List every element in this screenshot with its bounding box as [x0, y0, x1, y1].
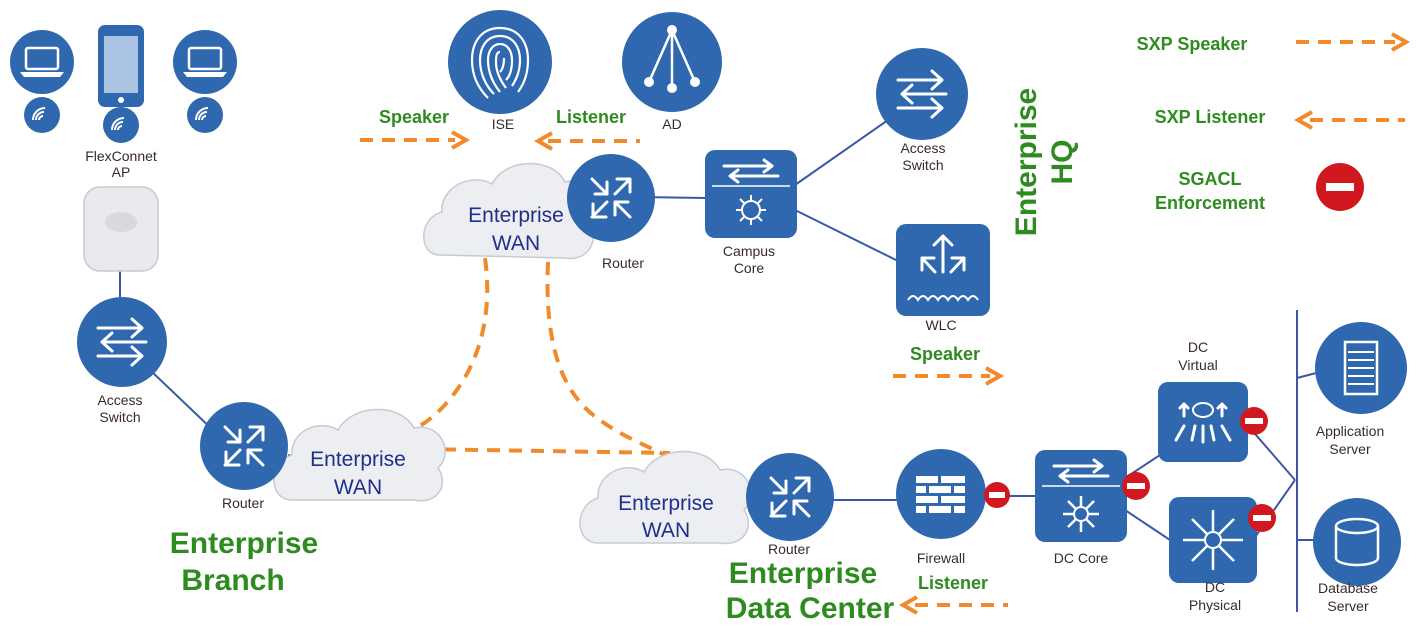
legend-listener-label: SXP Listener — [1155, 107, 1266, 127]
legend-sgacl-label-1: SGACL — [1179, 169, 1242, 189]
sgacl-dc-physical-icon — [1248, 504, 1276, 532]
ise-label: ISE — [492, 116, 515, 132]
application-server-icon — [1315, 322, 1407, 414]
branch-access-label-2: Switch — [99, 409, 140, 425]
laptop-left — [10, 30, 74, 94]
dc-virtual-label-1: DC — [1188, 339, 1208, 355]
wifi-badge-right — [187, 97, 223, 133]
laptop-right — [173, 30, 237, 94]
dc-router-icon — [746, 453, 834, 541]
db-server-label-1: Database — [1318, 580, 1378, 596]
hq-access-label-1: Access — [900, 140, 945, 156]
wifi-badge-center — [103, 107, 139, 143]
branch-router-label: Router — [222, 495, 264, 511]
wan-branch-label-2: WAN — [334, 476, 382, 499]
dc-listener-arrow — [898, 595, 1008, 615]
wan-cloud-dc: Enterprise WAN — [579, 450, 752, 545]
ise-icon — [448, 10, 552, 114]
hq-label-1: Enterprise — [1010, 88, 1043, 236]
wifi-badge-left — [24, 97, 60, 133]
branch-label-1: Enterprise — [170, 527, 318, 560]
dc-virtual-icon — [1158, 382, 1248, 462]
wan-top-label-1: Enterprise — [468, 204, 564, 227]
dc-physical-icon — [1169, 497, 1257, 583]
branch-router-icon — [200, 402, 288, 490]
dc-listener-label: Listener — [918, 573, 988, 593]
hq-router-icon — [567, 154, 655, 242]
tablet — [98, 25, 144, 107]
wlc-speaker-label: Speaker — [910, 344, 980, 364]
dc-physical-label-2: Physical — [1189, 597, 1241, 613]
access-point-icon — [83, 186, 159, 272]
campus-core-label-2: Core — [734, 260, 765, 276]
sgacl-firewall-icon — [984, 482, 1010, 508]
branch-access-label-1: Access — [97, 392, 142, 408]
sxp-path-top-to-branch — [394, 257, 490, 440]
dc-physical-label-1: DC — [1205, 579, 1225, 595]
sgacl-dc-virtual-icon — [1240, 407, 1268, 435]
wan-top-label-2: WAN — [492, 232, 540, 255]
wlc-icon — [896, 224, 990, 316]
campus-core-label-1: Campus — [723, 243, 775, 259]
sxp-path-top-to-dc — [545, 261, 666, 457]
wan-branch-label-1: Enterprise — [310, 448, 406, 471]
dc-core-label: DC Core — [1054, 550, 1109, 566]
hq-label-2: HQ — [1046, 140, 1079, 185]
flexconnect-label-2: AP — [112, 164, 131, 180]
site-label-hq: Enterprise HQ — [1010, 88, 1079, 236]
sgacl-enforcement-icon — [1316, 163, 1364, 211]
ise-speaker-arrow — [360, 130, 471, 150]
dc-virtual-label-2: Virtual — [1178, 357, 1217, 373]
legend-sgacl-label-2: Enforcement — [1155, 193, 1265, 213]
wlc-label: WLC — [925, 317, 956, 333]
wan-cloud-branch: Enterprise WAN — [273, 408, 446, 502]
branch-access-switch-icon — [77, 297, 167, 387]
dc-label-2: Data Center — [726, 592, 895, 625]
db-server-label-2: Server — [1327, 598, 1369, 614]
ad-icon — [622, 12, 722, 112]
sgacl-dc-core-icon — [1122, 472, 1150, 500]
ad-listener-arrow — [533, 131, 640, 151]
legend-speaker-label: SXP Speaker — [1137, 34, 1248, 54]
hq-router-label: Router — [602, 255, 644, 271]
ise-speaker-label: Speaker — [379, 107, 449, 127]
wan-dc-label-1: Enterprise — [618, 492, 714, 515]
branch-label-2: Branch — [181, 564, 284, 597]
dc-core-icon — [1035, 450, 1127, 542]
dc-label-1: Enterprise — [729, 557, 877, 590]
firewall-label: Firewall — [917, 550, 965, 566]
app-server-label-1: Application — [1316, 423, 1385, 439]
app-server-label-2: Server — [1329, 441, 1371, 457]
firewall-icon — [896, 449, 986, 539]
wan-cloud-top: Enterprise WAN — [423, 162, 597, 260]
campus-core-icon — [705, 150, 797, 238]
database-server-icon — [1313, 498, 1401, 586]
wan-dc-label-2: WAN — [642, 519, 690, 542]
hq-access-label-2: Switch — [902, 157, 943, 173]
dc-router-label: Router — [768, 541, 810, 557]
hq-access-switch-icon — [876, 48, 968, 140]
ad-listener-label: Listener — [556, 107, 626, 127]
flexconnect-label-1: FlexConnet — [85, 148, 157, 164]
legend: SXP Speaker SXP Listener SGACL Enforceme… — [1137, 32, 1411, 213]
ad-label: AD — [662, 116, 681, 132]
wlc-speaker-arrow — [893, 366, 1005, 386]
